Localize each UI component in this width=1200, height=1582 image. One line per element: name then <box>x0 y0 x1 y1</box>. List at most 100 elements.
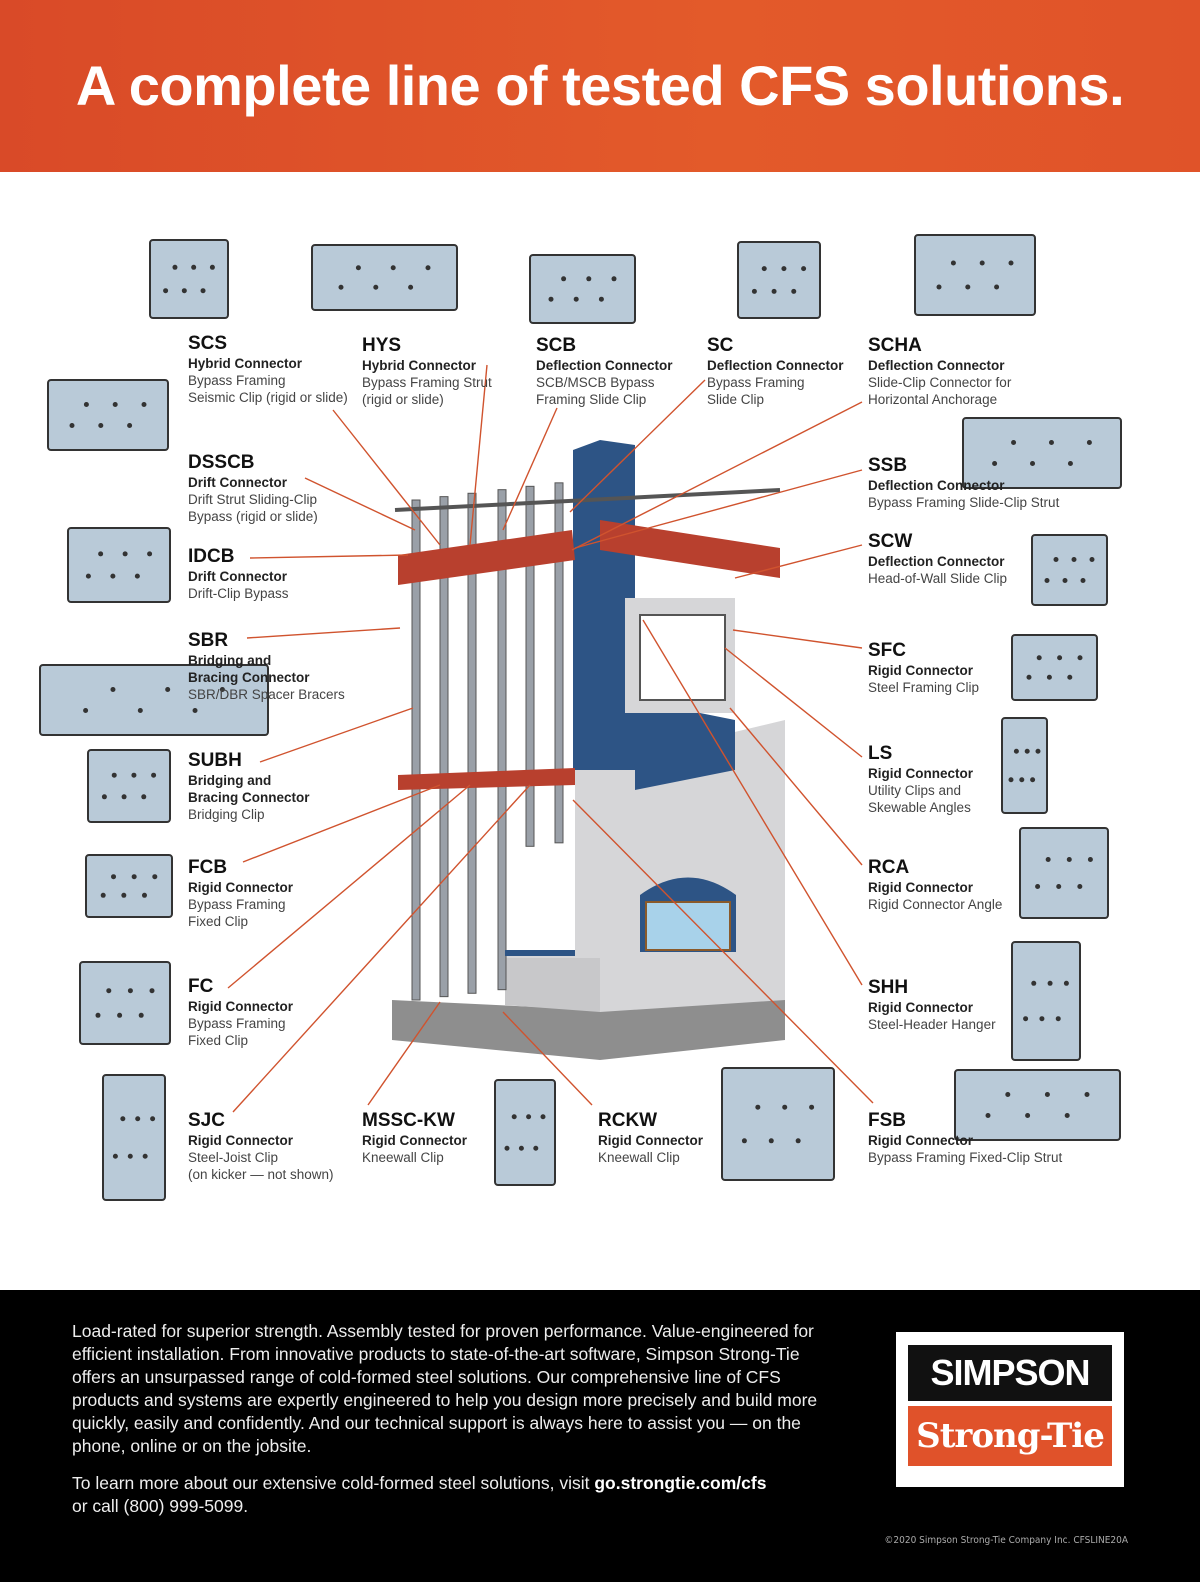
product-type: Rigid Connector <box>868 880 973 895</box>
product-image-ls <box>1001 717 1048 814</box>
product-desc: Bypass Framing Strut (rigid or slide) <box>362 375 492 407</box>
product-code: DSSCB <box>188 452 255 473</box>
product-type: Deflection Connector <box>868 358 1005 373</box>
product-code: SFC <box>868 640 906 661</box>
product-type: Rigid Connector <box>188 1133 293 1148</box>
page-title: A complete line of tested CFS solutions. <box>75 53 1125 117</box>
product-desc: Drift-Clip Bypass <box>188 586 289 601</box>
product-type: Rigid Connector <box>868 1133 973 1148</box>
product-desc: Kneewall Clip <box>362 1150 444 1165</box>
product-desc: Steel Framing Clip <box>868 680 980 695</box>
product-code: SHH <box>868 977 909 998</box>
product-code: IDCB <box>188 546 235 567</box>
header-banner: A complete line of tested CFS solutions. <box>0 0 1200 172</box>
product-image-fc <box>79 961 171 1045</box>
product-code: RCA <box>868 857 910 878</box>
product-desc: Steel-Header Hanger <box>868 1017 996 1032</box>
product-image-fcb <box>85 854 173 918</box>
product-code: MSSC-KW <box>362 1110 455 1131</box>
product-type: Deflection Connector <box>868 554 1005 569</box>
product-type: Rigid Connector <box>868 663 973 678</box>
product-code: SJC <box>188 1110 225 1131</box>
product-image-rca <box>1019 827 1109 919</box>
product-desc: Slide-Clip Connector for Horizontal Anch… <box>868 375 1012 407</box>
leader-line <box>572 799 874 1104</box>
product-type: Bridging and Bracing Connector <box>188 773 310 805</box>
product-type: Rigid Connector <box>868 766 973 781</box>
leader-line <box>732 629 863 649</box>
leader-line <box>569 379 706 513</box>
product-image-sfc <box>1011 634 1098 701</box>
product-desc: Steel-Joist Clip (on kicker — not shown) <box>188 1150 334 1182</box>
product-type: Rigid Connector <box>188 999 293 1014</box>
product-desc: Utility Clips and Skewable Angles <box>868 783 971 815</box>
product-code: SCS <box>188 333 228 354</box>
product-image-scw <box>1031 534 1108 606</box>
product-type: Rigid Connector <box>362 1133 467 1148</box>
product-desc: Bypass Framing Slide Clip <box>707 375 805 407</box>
leader-line <box>502 407 558 531</box>
product-code: SCB <box>536 335 577 356</box>
product-code: LS <box>868 743 893 764</box>
product-image-sjc <box>102 1074 166 1201</box>
product-code: FCB <box>188 857 228 878</box>
product-image-ssb <box>962 417 1122 489</box>
product-image-sc <box>737 241 821 319</box>
website-link[interactable]: go.strongtie.com/cfs <box>594 1473 767 1493</box>
product-desc: Bypass Framing Seismic Clip (rigid or sl… <box>188 373 348 405</box>
product-code: RCKW <box>598 1110 658 1131</box>
product-desc: Rigid Connector Angle <box>868 897 1003 912</box>
leader-line <box>734 544 863 579</box>
leader-line <box>227 784 471 989</box>
leader-line <box>332 409 441 546</box>
leader-line <box>304 477 416 531</box>
product-desc: Bypass Framing Slide-Clip Strut <box>868 495 1060 510</box>
leader-line <box>469 364 488 546</box>
product-image-hys <box>311 244 458 311</box>
copyright: ©2020 Simpson Strong-Tie Company Inc. CF… <box>884 1535 1128 1546</box>
product-image-sbr <box>39 664 269 736</box>
product-desc: Bypass Framing Fixed-Clip Strut <box>868 1150 1063 1165</box>
product-desc: Bridging Clip <box>188 807 265 822</box>
product-type: Hybrid Connector <box>362 358 477 373</box>
product-image-mssc-kw <box>494 1079 556 1186</box>
product-type: Bridging and Bracing Connector <box>188 653 310 685</box>
leader-line <box>259 707 414 763</box>
product-type: Hybrid Connector <box>188 356 303 371</box>
leader-line <box>249 554 409 559</box>
product-code: SSB <box>868 455 908 476</box>
product-desc: Bypass Framing Fixed Clip <box>188 897 286 929</box>
product-desc: SCB/MSCB Bypass Framing Slide Clip <box>536 375 655 407</box>
product-image-fsb <box>954 1069 1121 1141</box>
leader-line <box>232 784 531 1113</box>
product-image-scha <box>914 234 1036 316</box>
product-code: FSB <box>868 1110 906 1131</box>
footer-paragraph: Load-rated for superior strength. Assemb… <box>72 1321 818 1456</box>
product-desc: Bypass Framing Fixed Clip <box>188 1016 286 1048</box>
product-type: Deflection Connector <box>707 358 844 373</box>
leader-line <box>729 707 863 866</box>
leader-line <box>367 1001 441 1106</box>
product-code: SBR <box>188 630 229 651</box>
product-desc: Kneewall Clip <box>598 1150 680 1165</box>
footer: Load-rated for superior strength. Assemb… <box>0 1290 1200 1582</box>
product-type: Rigid Connector <box>188 880 293 895</box>
